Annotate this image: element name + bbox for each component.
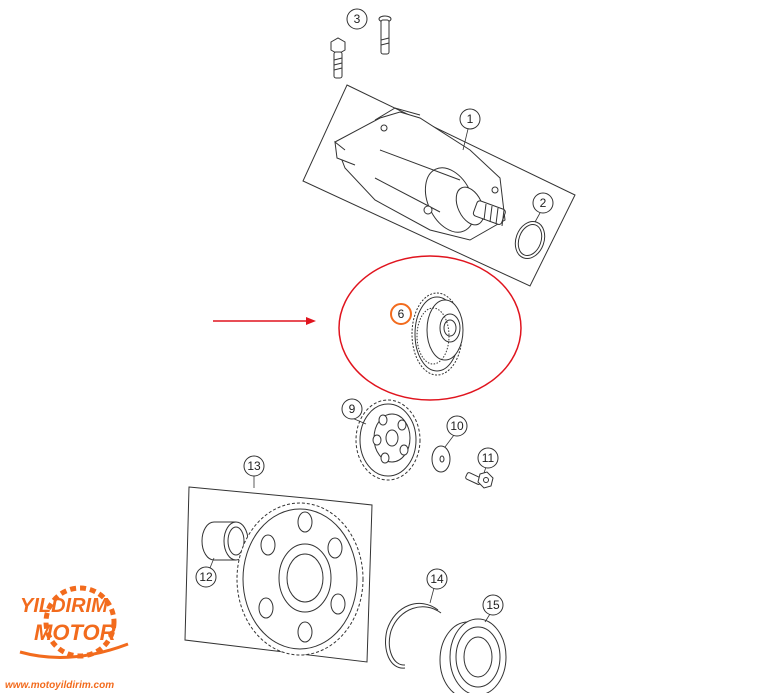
callout-14: 14	[426, 568, 448, 604]
callout-13: 13	[243, 455, 265, 488]
logo-line-1: YILDIRIM	[20, 595, 109, 617]
highlight-circle	[338, 255, 522, 401]
group-frame-1	[302, 84, 576, 287]
gear-part-9	[355, 399, 421, 481]
svg-text:11: 11	[482, 451, 495, 465]
o-ring-part-2	[514, 221, 546, 259]
group-frame-13	[184, 486, 373, 663]
logo-line-2: MOTOR	[34, 620, 116, 645]
washer-part-10	[431, 445, 451, 473]
svg-text:1: 1	[467, 112, 474, 126]
gear-group-13	[184, 486, 373, 663]
starter-motor-group	[302, 84, 576, 287]
intermediate-gear-part-6	[411, 292, 464, 376]
svg-text:2: 2	[540, 196, 547, 210]
callout-11: 11	[477, 447, 499, 474]
svg-text:14: 14	[430, 572, 444, 586]
bolt-part-3-a	[330, 37, 346, 79]
callout-12: 12	[195, 557, 217, 588]
bolt-part-3-b	[378, 15, 392, 55]
highlight-marker	[213, 255, 522, 401]
bearing-part-12	[201, 521, 249, 561]
callout-15: 15	[482, 594, 504, 623]
svg-text:15: 15	[486, 598, 500, 612]
callout-10: 10	[444, 415, 468, 448]
bolt-part-11	[465, 471, 494, 489]
callout-6: 6	[390, 303, 412, 325]
starter-motor	[334, 107, 506, 241]
svg-text:10: 10	[450, 419, 464, 433]
logo-swoosh	[19, 642, 129, 659]
callout-1: 1	[459, 108, 481, 151]
svg-text:12: 12	[199, 570, 213, 584]
callout-3: 3	[346, 8, 368, 30]
bearing-part-15	[439, 618, 507, 693]
svg-text:6: 6	[398, 307, 405, 321]
logo-url: www.motoyildirim.com	[5, 680, 114, 691]
ring-gear-part-13	[236, 502, 364, 656]
circlip-part-14	[385, 602, 442, 669]
svg-text:3: 3	[354, 12, 361, 26]
svg-text:9: 9	[349, 402, 356, 416]
callout-9: 9	[341, 398, 367, 425]
svg-text:13: 13	[247, 459, 261, 473]
callout-2: 2	[532, 192, 554, 223]
yildirim-motor-logo: YILDIRIM MOTOR www.motoyildirim.com	[5, 585, 129, 691]
pointer-arrow-head	[306, 317, 316, 325]
